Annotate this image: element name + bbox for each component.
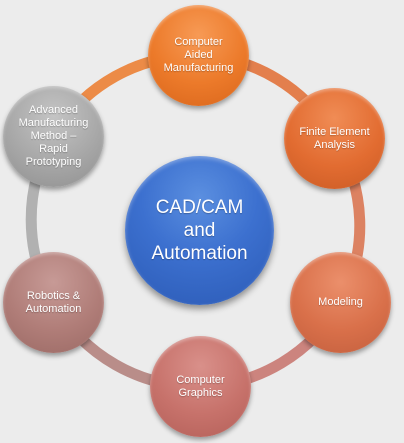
node-computer-aided-manufacturing: Computer Aided Manufacturing [148,5,249,106]
node-label: Robotics & Automation [25,289,82,315]
center-node-label: CAD/CAM and Automation [151,197,248,264]
node-label: Advanced Manufacturing Method – Rapid Pr… [18,104,89,168]
node-robotics-automation: Robotics & Automation [3,252,104,353]
node-finite-element-analysis: Finite Element Analysis [284,88,385,189]
node-label: Computer Aided Manufacturing [163,36,234,74]
node-label: Finite Element Analysis [299,125,370,151]
node-advanced-manufacturing: Advanced Manufacturing Method – Rapid Pr… [3,86,104,187]
node-modeling: Modeling [290,252,391,353]
node-computer-graphics: Computer Graphics [150,336,251,437]
center-node-cad-cam-automation: CAD/CAM and Automation [125,156,274,305]
node-label: Computer Graphics [176,373,225,399]
node-label: Modeling [318,296,363,308]
